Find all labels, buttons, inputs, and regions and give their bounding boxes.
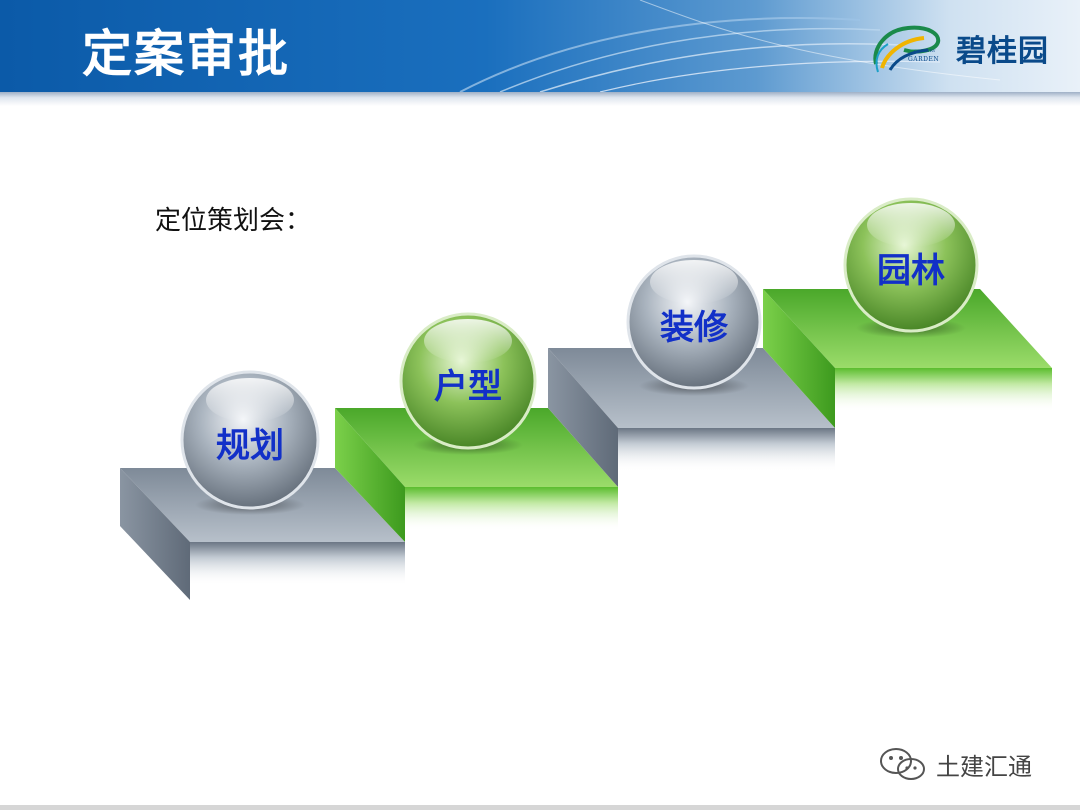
header-divider (0, 92, 1080, 106)
watermark: 土建汇通 (878, 746, 1032, 782)
logo-subtext: GARDEN (908, 56, 940, 63)
watermark-text: 土建汇通 (936, 752, 1032, 781)
subtitle-text: 定位策划会： (155, 206, 312, 236)
header-bar: 定案审批 COUNTRY GARDEN 碧桂园 (0, 0, 1080, 92)
company-logo: COUNTRY GARDEN 碧桂园 (868, 20, 1058, 76)
logo-swirl-icon (873, 25, 941, 73)
step-4-block (763, 289, 1052, 428)
logo-text: 碧桂园 (956, 34, 1049, 69)
step-2-ball (399, 312, 537, 455)
step-4-ball (843, 197, 979, 338)
step-4-label: 园林 (877, 251, 945, 291)
bottom-divider (0, 805, 1080, 810)
step-2-label: 户型 (434, 367, 502, 407)
wechat-icon (880, 748, 925, 780)
logo-subtext-top: COUNTRY (914, 48, 936, 53)
header-swoosh-decoration (459, 0, 1001, 92)
page-title: 定案审批 (82, 25, 290, 83)
step-1-ball (180, 370, 320, 515)
step-1-label: 规划 (216, 426, 284, 466)
step-3-label: 装修 (660, 308, 728, 348)
step-3-ball (626, 254, 762, 396)
